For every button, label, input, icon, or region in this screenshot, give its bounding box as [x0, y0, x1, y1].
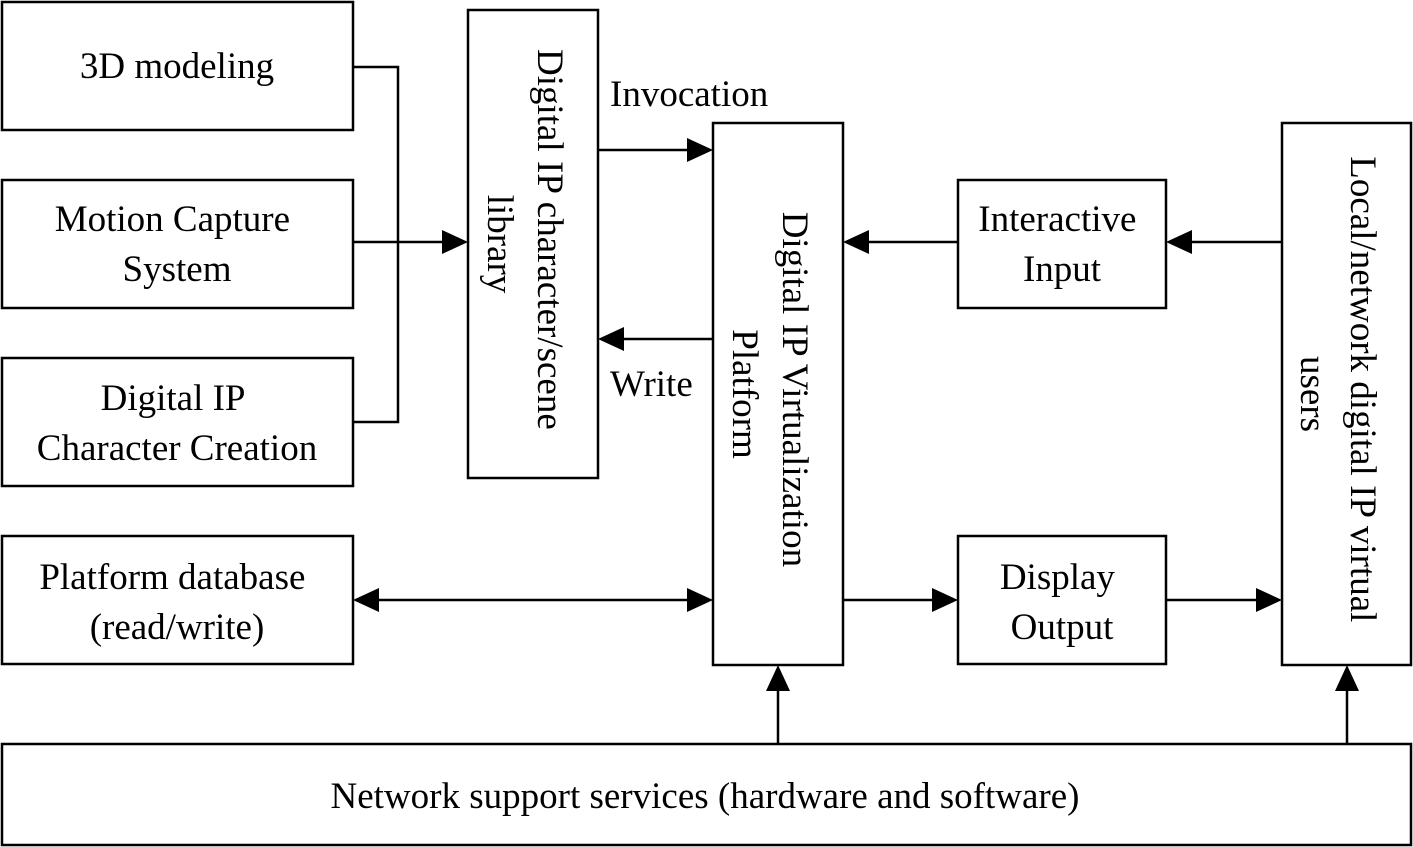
- arrowhead-network-to-users: [1335, 665, 1359, 691]
- box-character-creation: Digital IP Character Creation: [0, 356, 355, 488]
- box-interactive-input-label: Interactive Input: [978, 199, 1145, 290]
- connector-character-creation: [353, 242, 400, 424]
- box-interactive-input: Interactive Input: [956, 178, 1168, 310]
- box-platform-database-label: Platform database (read/write): [39, 557, 314, 648]
- box-virtualization-platform-label: Digital IP Virtualization Platform: [724, 212, 815, 577]
- box-character-scene-library: Digital IP character/scene library: [466, 8, 600, 480]
- box-display-output-label: Display Output: [1000, 557, 1124, 648]
- box-motion-capture-system-label: Motion Capture System: [55, 199, 300, 290]
- box-virtual-users: Local/network digital IP virtual users: [1280, 121, 1413, 667]
- arrowhead-display-to-users: [1256, 588, 1282, 612]
- arrowhead-users-to-interactive: [1166, 230, 1192, 254]
- box-network-support-services: Network support services (hardware and s…: [0, 742, 1413, 847]
- arrowhead-write: [598, 327, 624, 351]
- arrowhead-invocation: [687, 138, 713, 162]
- edge-label-write: Write: [610, 364, 693, 405]
- arrowhead-to-library: [442, 230, 468, 254]
- edge-label-invocation: Invocation: [610, 74, 768, 115]
- arrowhead-to-database: [353, 588, 379, 612]
- box-virtualization-platform: Digital IP Virtualization Platform: [711, 121, 845, 667]
- box-3d-modeling: 3D modeling: [0, 0, 355, 132]
- arrowhead-interactive-to-platform: [843, 230, 869, 254]
- arrowhead-network-to-platform: [766, 665, 790, 691]
- arrowhead-platform-to-display: [932, 588, 958, 612]
- box-character-creation-label: Digital IP Character Creation: [37, 378, 317, 469]
- arrowhead-to-platform-from-database: [687, 588, 713, 612]
- connectors: [353, 65, 1359, 744]
- box-3d-modeling-label: 3D modeling: [80, 46, 274, 87]
- box-network-support-services-label: Network support services (hardware and s…: [331, 776, 1080, 817]
- box-motion-capture-system: Motion Capture System: [0, 178, 355, 310]
- box-display-output: Display Output: [956, 534, 1168, 666]
- box-virtual-users-label: Local/network digital IP virtual users: [1292, 156, 1383, 631]
- box-platform-database: Platform database (read/write): [0, 534, 355, 666]
- box-character-scene-library-label: Digital IP character/scene library: [479, 49, 570, 439]
- connector-3d-modeling: [353, 65, 400, 242]
